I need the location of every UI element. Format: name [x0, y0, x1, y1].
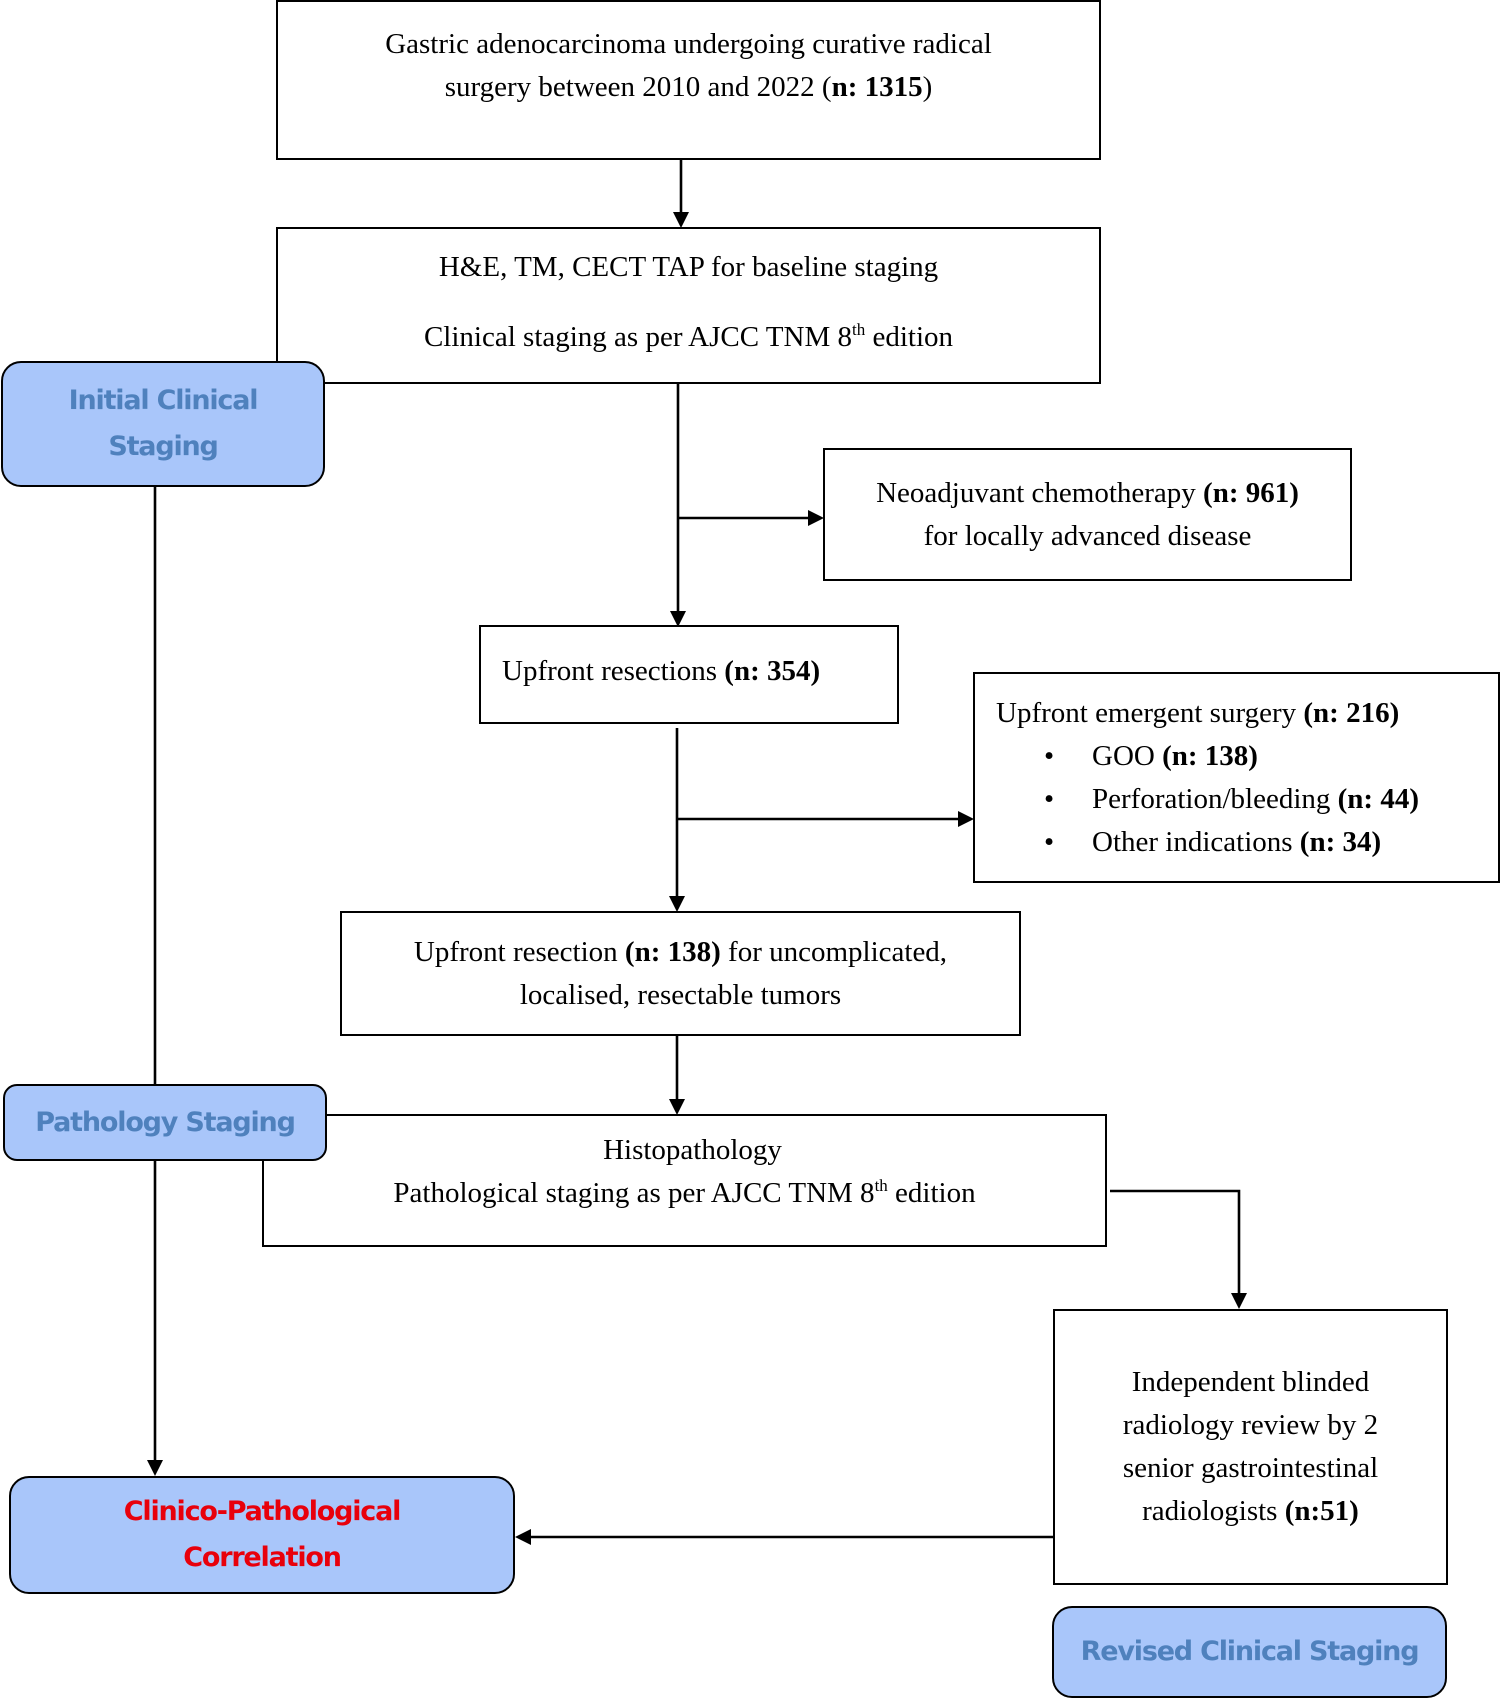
arrowhead — [1231, 1293, 1247, 1309]
list-item-label: GOO — [1092, 739, 1163, 772]
arrowhead — [147, 1460, 163, 1476]
initial-clinical-staging-label: Initial Clinical Staging — [1, 361, 325, 487]
upfront-resections-box: Upfront resections (n: 354) — [479, 625, 899, 724]
list-item-count: (n: 44) — [1337, 782, 1419, 815]
bullet-icon: • — [1044, 739, 1055, 772]
baseline-line-1: H&E, TM, CECT TAP for baseline staging — [438, 251, 939, 283]
upfront-count: (n: 354) — [724, 655, 821, 687]
arrowhead — [673, 212, 689, 228]
list-item-label: Perforation/bleeding — [1092, 782, 1338, 815]
arrowhead — [669, 896, 685, 912]
histopathology-line-1: Histopathology — [603, 1134, 782, 1166]
review-line-2: radiology review by 2 — [1122, 1409, 1379, 1441]
arrowhead — [808, 510, 824, 526]
initial-label-line-2: Staging — [108, 431, 219, 462]
review-line-1: Independent blinded — [1131, 1366, 1370, 1398]
review-line-4: radiologists (n:51) — [1055, 1490, 1446, 1533]
emergent-title: Upfront emergent surgery (n: 216) — [996, 692, 1498, 735]
radiology-review-box: Independent blinded radiology review by … — [1053, 1309, 1448, 1585]
baseline-line-2-text: Clinical staging as per AJCC TNM 8 — [423, 321, 852, 353]
cohort-line-1: Gastric adenocarcinoma undergoing curati… — [385, 28, 992, 60]
cohort-line-2: surgery between 2010 and 2022 (n: 1315) — [278, 66, 1099, 109]
cohort-count: n: 1315 — [831, 71, 923, 103]
bullet-icon: • — [1044, 782, 1055, 815]
clinico-pathological-correlation-label: Clinico-Pathological Correlation — [9, 1476, 515, 1594]
arrowhead — [958, 811, 974, 827]
review-count: (n:51) — [1284, 1495, 1359, 1527]
arrowhead — [515, 1529, 531, 1545]
emergent-list: Upfront emergent surgery (n: 216) • GOO (… — [975, 692, 1498, 864]
emergent-title-text: Upfront emergent surgery — [996, 696, 1304, 729]
list-item-label: Other indications — [1092, 825, 1300, 858]
upfront-resections-text: Upfront resections (n: 354) — [481, 650, 897, 693]
emergent-surgery-box: Upfront emergent surgery (n: 216) • GOO (… — [973, 672, 1500, 883]
review-line-3: senior gastrointestinal — [1122, 1452, 1379, 1484]
uncomplicated-resection-box: Upfront resection (n: 138) for uncomplic… — [340, 911, 1021, 1036]
histopathology-line-2: Pathological staging as per AJCC TNM 8th… — [264, 1172, 1105, 1215]
list-item: • GOO (n: 138) — [996, 735, 1498, 778]
neoadjuvant-line-2: for locally advanced disease — [923, 519, 1252, 552]
neoadjuvant-text: Neoadjuvant chemotherapy — [876, 476, 1204, 509]
neoadjuvant-box: Neoadjuvant chemotherapy (n: 961) for lo… — [823, 448, 1352, 581]
list-item-count: (n: 34) — [1299, 825, 1382, 858]
uncomplicated-count: (n: 138) — [624, 935, 721, 968]
bullet-icon: • — [1044, 825, 1055, 858]
histopathology-superscript: th — [874, 1176, 888, 1195]
revised-label-text: Revised Clinical Staging — [1080, 1636, 1420, 1667]
baseline-staging-box: H&E, TM, CECT TAP for baseline staging C… — [276, 227, 1101, 384]
baseline-superscript: th — [851, 320, 866, 339]
correlation-line-2: Correlation — [183, 1542, 342, 1573]
initial-label-line-1: Initial Clinical — [68, 385, 259, 416]
list-item: • Perforation/bleeding (n: 44) — [996, 778, 1498, 821]
list-item: • Other indications (n: 34) — [996, 821, 1498, 864]
uncomplicated-line-1: Upfront resection (n: 138) for uncomplic… — [342, 931, 1019, 974]
cohort-line-2-close: ) — [922, 71, 933, 103]
revised-clinical-staging-label: Revised Clinical Staging — [1052, 1606, 1447, 1698]
arrow-histopathology-to-review — [1110, 1189, 1241, 1293]
cohort-box: Gastric adenocarcinoma undergoing curati… — [276, 0, 1101, 160]
uncomplicated-text-end: for uncomplicated, — [720, 935, 948, 968]
upfront-label: Upfront resections — [502, 655, 725, 687]
neoadjuvant-line-1: Neoadjuvant chemotherapy (n: 961) — [825, 472, 1350, 515]
baseline-line-2: Clinical staging as per AJCC TNM 8th edi… — [278, 316, 1099, 359]
emergent-title-count: (n: 216) — [1303, 696, 1400, 729]
neoadjuvant-count: (n: 961) — [1203, 476, 1299, 509]
list-item-count: (n: 138) — [1162, 739, 1258, 772]
review-line-4-text: radiologists — [1142, 1495, 1285, 1527]
uncomplicated-text: Upfront resection — [413, 935, 625, 968]
correlation-line-1: Clinico-Pathological — [123, 1496, 402, 1527]
pathology-staging-label: Pathology Staging — [3, 1084, 327, 1161]
histopathology-line-2-text: Pathological staging as per AJCC TNM 8 — [393, 1177, 875, 1209]
baseline-line-2-end: edition — [865, 321, 954, 353]
histopathology-box: Histopathology Pathological staging as p… — [262, 1114, 1107, 1247]
cohort-line-2-text: surgery between 2010 and 2022 ( — [444, 71, 832, 103]
uncomplicated-line-2: localised, resectable tumors — [519, 978, 842, 1011]
arrowhead — [669, 1099, 685, 1115]
histopathology-line-2-end: edition — [887, 1177, 976, 1209]
pathology-label-text: Pathology Staging — [35, 1106, 296, 1138]
